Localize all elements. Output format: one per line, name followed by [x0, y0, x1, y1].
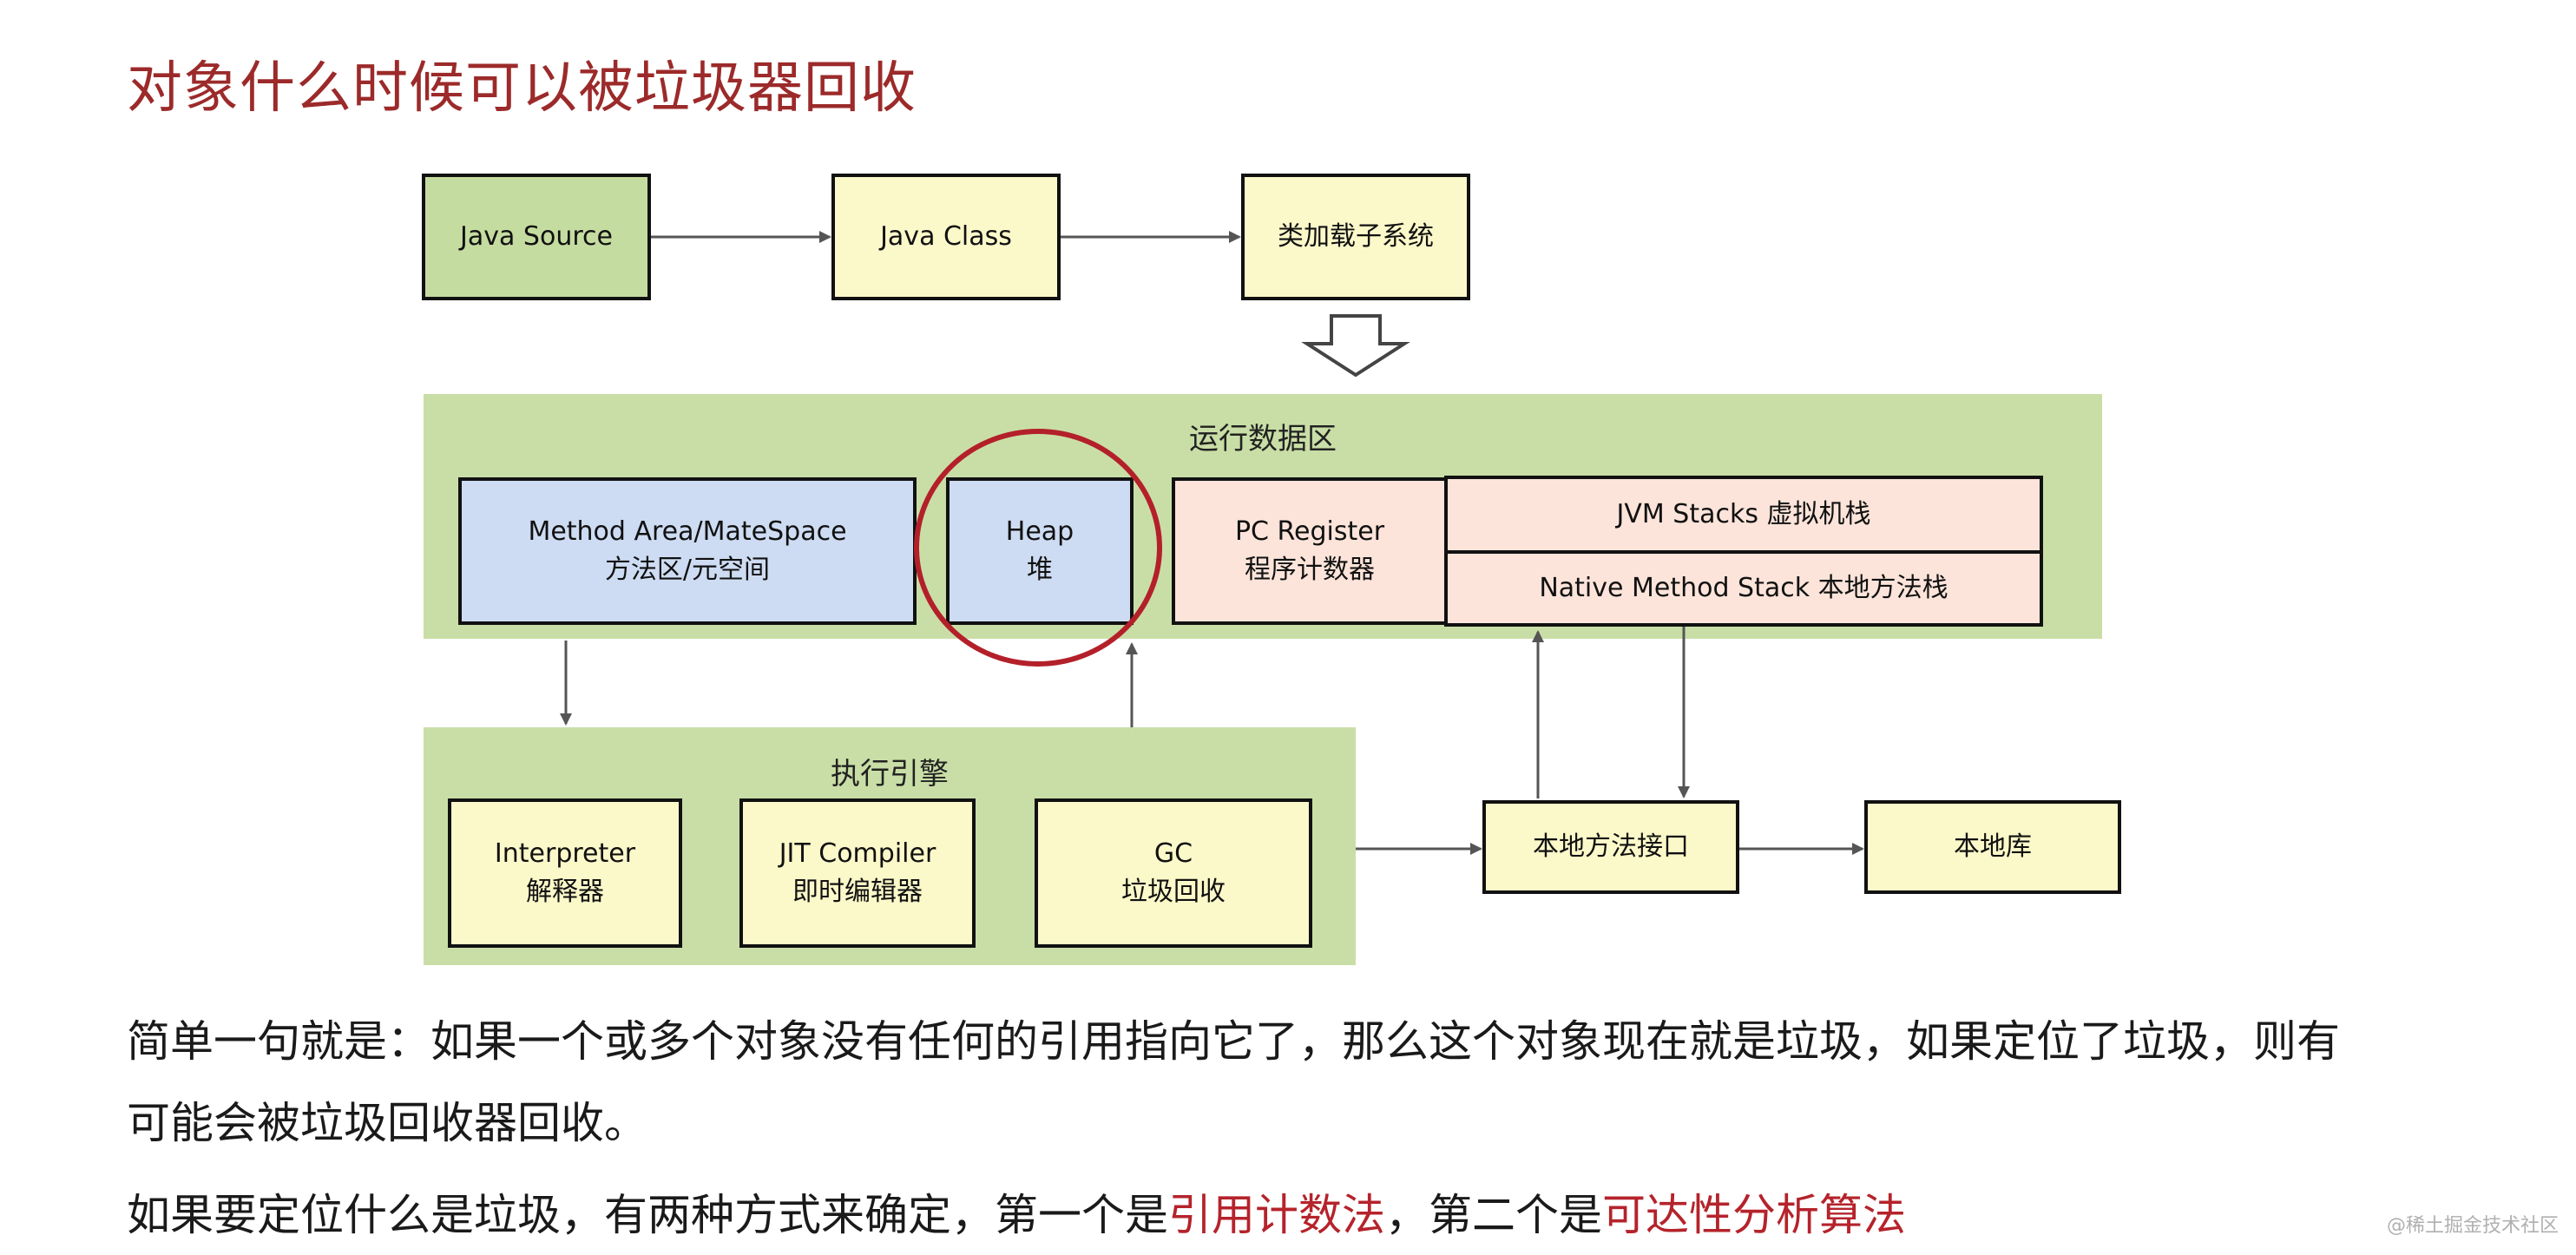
method-area-box: Method Area/MateSpace 方法区/元空间	[458, 477, 917, 625]
paragraph-line-1: 简单一句就是：如果一个或多个对象没有任何的引用指向它了，那么这个对象现在就是垃圾…	[127, 1016, 2340, 1067]
pc-register-zh: 程序计数器	[1245, 555, 1375, 585]
reference-counting-highlight: 引用计数法	[1168, 1190, 1385, 1240]
jit-compiler-box: JIT Compiler 即时编辑器	[739, 798, 976, 948]
interpreter-en: Interpreter	[494, 838, 636, 869]
heap-highlight-circle	[914, 429, 1162, 667]
paragraph-line-2: 可能会被垃圾回收器回收。	[127, 1098, 647, 1148]
native-interface-label: 本地方法接口	[1533, 831, 1689, 862]
java-source-box: Java Source	[422, 174, 651, 300]
jit-compiler-en: JIT Compiler	[779, 838, 936, 869]
java-source-label: Java Source	[460, 221, 613, 252]
native-method-stack-label: Native Method Stack 本地方法栈	[1539, 573, 1948, 603]
jit-compiler-zh: 即时编辑器	[792, 877, 923, 907]
native-library-box: 本地库	[1864, 800, 2121, 894]
class-loader-label: 类加载子系统	[1278, 221, 1434, 252]
native-interface-box: 本地方法接口	[1482, 800, 1739, 894]
class-loader-box: 类加载子系统	[1241, 174, 1470, 300]
interpreter-box: Interpreter 解释器	[448, 798, 682, 948]
reachability-analysis-highlight: 可达性分析算法	[1602, 1190, 1906, 1240]
pc-register-box: PC Register 程序计数器	[1172, 477, 1448, 625]
jvm-stacks-box: JVM Stacks 虚拟机栈	[1444, 476, 2043, 554]
hollow-down-arrow-icon	[1301, 314, 1410, 378]
watermark: @稀土掘金技术社区	[2386, 1215, 2559, 1237]
java-class-label: Java Class	[880, 221, 1012, 252]
page-title: 对象什么时候可以被垃圾器回收	[127, 56, 917, 121]
method-area-zh: 方法区/元空间	[604, 555, 771, 585]
execution-engine-label: 执行引擎	[831, 757, 949, 792]
heap-box: Heap 堆	[946, 477, 1134, 625]
paragraph-line-3: 如果要定位什么是垃圾，有两种方式来确定，第一个是引用计数法，第二个是可达性分析算…	[127, 1180, 1906, 1243]
gc-en: GC	[1153, 838, 1193, 869]
java-class-box: Java Class	[831, 174, 1061, 300]
heap-en: Heap	[1005, 516, 1074, 547]
pc-register-en: PC Register	[1234, 516, 1385, 547]
method-area-en: Method Area/MateSpace	[528, 516, 847, 547]
heap-zh: 堆	[1027, 555, 1053, 585]
jvm-stacks-label: JVM Stacks 虚拟机栈	[1616, 499, 1871, 529]
paragraph-line-3-b: ，第二个是	[1385, 1190, 1602, 1240]
runtime-data-area-label: 运行数据区	[1189, 422, 1337, 457]
native-library-label: 本地库	[1954, 831, 2032, 862]
interpreter-zh: 解释器	[526, 877, 604, 907]
native-method-stack-box: Native Method Stack 本地方法栈	[1444, 550, 2043, 627]
paragraph-line-3-a: 如果要定位什么是垃圾，有两种方式来确定，第一个是	[127, 1190, 1168, 1240]
gc-box: GC 垃圾回收	[1035, 798, 1312, 948]
gc-zh: 垃圾回收	[1121, 877, 1226, 907]
